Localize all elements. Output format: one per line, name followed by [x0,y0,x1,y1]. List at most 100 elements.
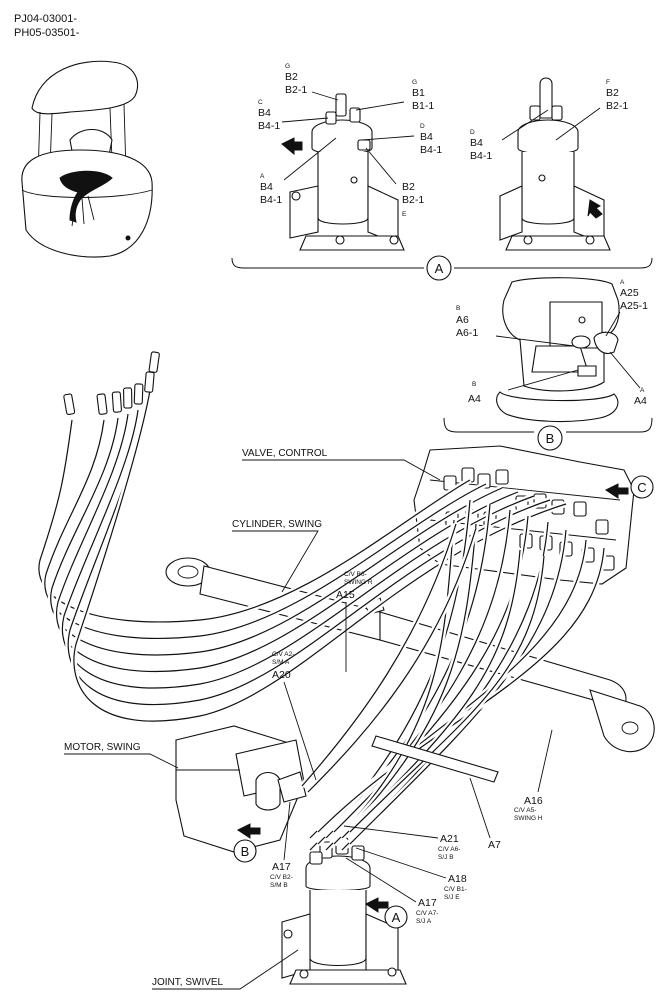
callout-a-small-circle [384,905,408,929]
label-desc: C/V B6- [344,571,367,578]
label-code: A21 [440,833,459,845]
label-sub: B1-1 [412,100,434,112]
label-code: A25 [620,287,639,299]
label-desc: C/V A6- [438,846,460,853]
label-code: B4 [470,137,483,149]
main-label-a21: A21 C/V A6- S/J B [343,825,460,861]
label-code: A4 [468,393,481,405]
label-sub: B2-1 [606,100,628,112]
hose-end-fitting [123,387,133,409]
swing-motor: B [175,725,307,863]
label-port: A [620,279,625,286]
callout-a-small-letter: A [392,910,401,925]
hose-to-joint [349,555,545,833]
leader [469,777,491,839]
label-code: A20 [272,669,291,681]
label-desc: C/V A2- [272,651,294,658]
leader-motor-swing [64,753,179,769]
hose-to-motor [301,523,457,787]
label-code: B4 [258,107,271,119]
label-port: A [260,173,265,180]
label-cylinder-swing: CYLINDER, SWING [232,519,322,530]
label-code: A6 [456,314,469,326]
label-port: D [470,129,475,136]
hose-loop [44,419,487,640]
label-code: A17 [418,897,437,909]
label-desc: C/V B1- [444,886,467,893]
label-port: G [285,63,290,70]
serial-range-2: PH05-03501- [14,27,80,39]
hose-loop [56,413,519,673]
hose-to-joint [317,547,605,833]
label-port: A [640,387,645,394]
hose-end-fitting [133,383,144,405]
main-label-a17-motor: A17 C/V B2- S/M B [270,801,293,889]
hose-end-fitting [63,393,76,416]
main-label-a7: A7 [469,777,501,851]
detail-b-labels: B A6 A6-1 A A25 A25-1 B A4 A A4 [456,279,648,407]
hose-end-fittings [63,351,160,416]
leader-valve-control [242,459,441,481]
leader-cylinder-swing [232,530,319,593]
pipe-a7 [371,735,499,783]
detail-a-swivel-left [281,93,405,251]
label-port: G [412,79,417,86]
label-code: B4 [420,131,433,143]
label-code: B2 [285,71,298,83]
label-code: B1 [412,87,425,99]
hose-to-joint [333,523,477,845]
hose-loop [50,417,503,656]
callout-c-circle [630,475,654,499]
label-port: B [456,305,460,312]
label-sub: B4-1 [260,194,282,206]
label-sub: B4-1 [258,120,280,132]
callout-b-letter: B [546,431,555,446]
machine-overview-illustration [21,60,153,258]
label-code: A4 [634,395,647,407]
callout-a-letter: A [435,261,444,276]
leader [537,729,553,793]
label-desc: S/M A [272,659,290,666]
label-desc: SWING H [514,815,543,822]
detail-a-labels: G B2 B2-1 G B1 B1-1 C B4 B4-1 D B4 B4-1 … [258,63,628,218]
hose-end-fitting [148,351,160,373]
label-port: B [472,381,476,388]
main-label-a20: C/V A2- S/M A A20 [272,651,317,781]
main-label-a15: C/V B6- SWING R A15 [336,571,373,672]
callout-b-small-circle [233,839,257,863]
label-desc: C/V A5- [514,807,536,814]
label-code: B4 [260,181,273,193]
callout-c-letter: C [637,480,646,495]
main-label-a18: A18 C/V B1- S/J E [355,847,467,901]
label-desc: C/V A7- [416,910,438,917]
label-desc: C/V B2- [270,874,293,881]
label-sub: A25-1 [620,300,648,312]
label-code: A16 [524,795,543,807]
label-code: B2 [606,87,619,99]
label-port: C [258,99,263,106]
label-port: F [606,79,610,86]
label-code: B2 [402,181,415,193]
label-desc: S/M B [270,882,288,889]
leader [283,681,317,781]
leader [345,857,417,903]
hose-bundle [35,377,607,853]
callout-b-small-letter: B [241,844,250,859]
label-desc: SWING R [344,579,373,586]
label-desc: S/J B [438,854,454,861]
hose-to-motor [307,527,477,793]
detail-a-swivel-right [499,77,611,251]
callout-b-circle [537,425,563,451]
leader [343,825,439,839]
detail-a-swivel-joint: A [231,77,653,281]
label-sub: B4-1 [470,150,492,162]
label-port: E [402,211,407,218]
label-code: A15 [336,589,355,601]
label-joint-swivel: JOINT, SWIVEL [152,977,224,988]
serial-range-1: PJ04-03001- [14,13,77,25]
label-code: A7 [488,839,501,851]
main-label-a17-joint: A17 C/V A7- S/J A [345,857,438,925]
label-code: A17 [272,861,291,873]
hose-loop [38,419,471,623]
